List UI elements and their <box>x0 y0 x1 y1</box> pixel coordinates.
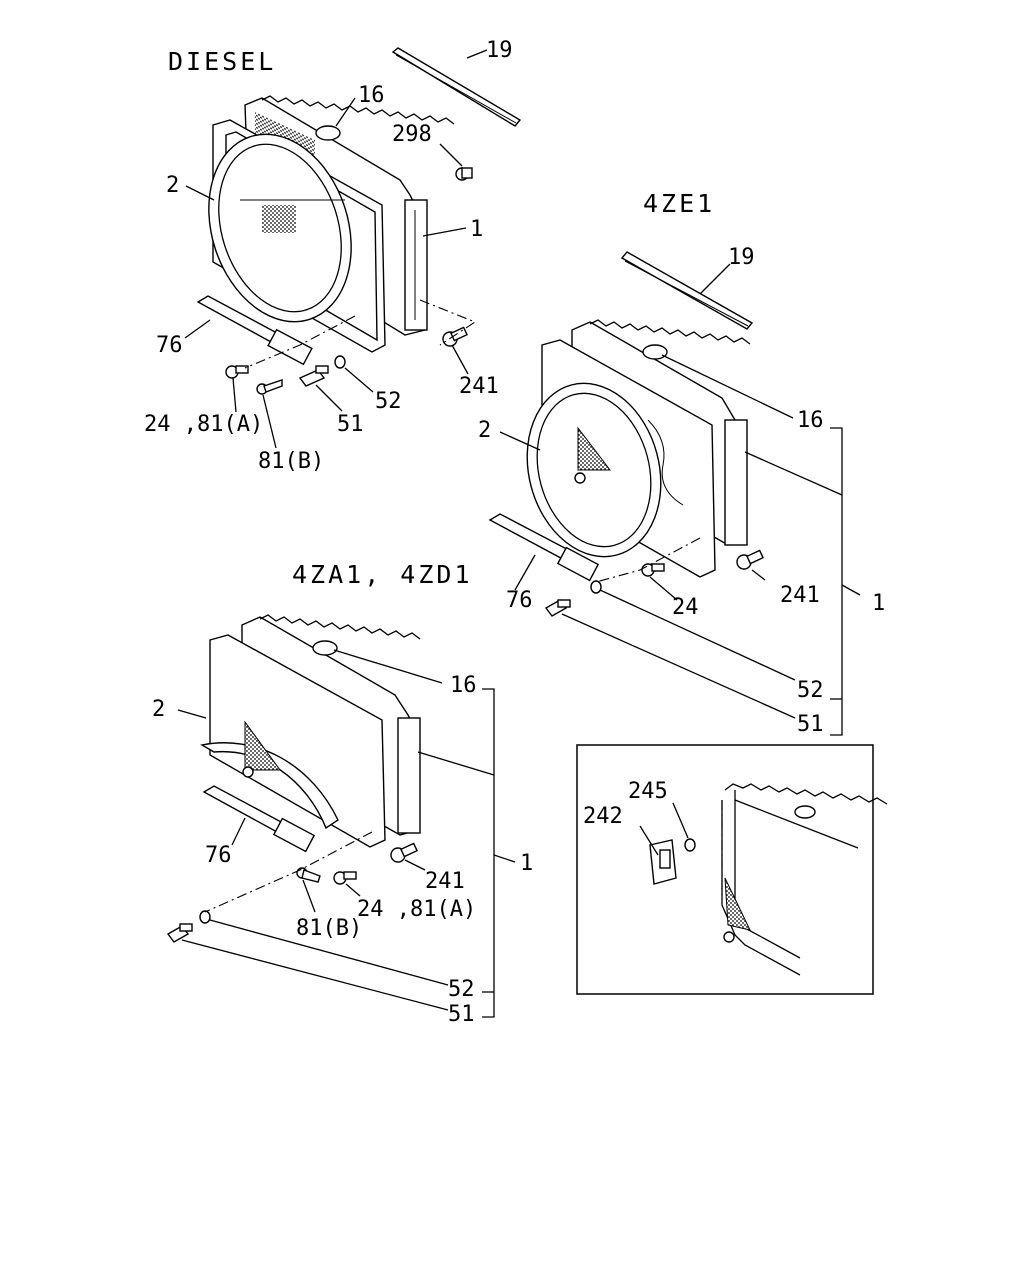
o-ring-52 <box>334 355 346 369</box>
4ze1-fasteners <box>544 549 764 617</box>
4za1-fan-shroud <box>200 634 386 848</box>
4ze1-radiator-cap <box>642 344 668 360</box>
4ze1-fan-shroud <box>526 339 716 578</box>
bolt-24 <box>225 365 249 379</box>
callout-16: 16 <box>797 408 824 433</box>
callout-1: 1 <box>520 851 533 876</box>
drain-plug-51 <box>544 599 571 617</box>
callout-298: 298 <box>392 122 432 147</box>
bolt-24 <box>641 563 665 577</box>
bolt-298 <box>455 167 473 181</box>
callout-1: 1 <box>872 591 885 616</box>
diesel-radiator-cap <box>315 125 341 141</box>
callout-76: 76 <box>156 333 183 358</box>
diesel-fasteners <box>225 167 473 395</box>
diesel-drain-hose <box>196 295 313 366</box>
section-title-diesel: DIESEL <box>168 47 276 76</box>
inset-frame <box>576 744 874 995</box>
callout-19: 19 <box>486 38 513 63</box>
callout-19: 19 <box>728 245 755 270</box>
nut-245 <box>684 838 696 852</box>
callout-241: 241 <box>780 583 820 608</box>
screw-81b <box>256 379 283 395</box>
callout-24-81a: 24 ,81(A) <box>357 897 476 922</box>
callout-52: 52 <box>448 977 475 1002</box>
callout-16: 16 <box>358 83 385 108</box>
callout-81b: 81(B) <box>296 916 362 941</box>
callout-76: 76 <box>506 588 533 613</box>
callout-245: 245 <box>628 779 668 804</box>
callout-81b: 81(B) <box>258 449 324 474</box>
diesel-assembly: 19 16 298 2 1 76 241 52 51 24 ,81(A) 81(… <box>144 38 522 474</box>
4za1-radiator-cap <box>312 640 338 656</box>
o-ring-52 <box>199 910 211 924</box>
4ze1-drain-hose <box>488 513 600 582</box>
bolt-24 <box>333 871 357 885</box>
drain-plug-51 <box>166 923 193 943</box>
diesel-fan-shroud <box>208 119 386 353</box>
callout-241: 241 <box>459 374 499 399</box>
callout-242: 242 <box>583 804 623 829</box>
callout-2: 2 <box>152 697 165 722</box>
4za1-4zd1-assembly: 16 2 1 76 241 24 ,81(A) 81(B) 52 51 <box>152 614 533 1027</box>
callout-52: 52 <box>375 389 402 414</box>
callout-16: 16 <box>450 673 477 698</box>
callout-51: 51 <box>337 412 364 437</box>
bolt-241 <box>390 842 418 863</box>
bracket-242 <box>649 839 677 885</box>
detail-inset: 245 242 <box>576 744 888 995</box>
callout-24-81a: 24 ,81(A) <box>144 412 263 437</box>
callout-24: 24 <box>672 595 699 620</box>
section-title-4za1-4zd1: 4ZA1, 4ZD1 <box>292 560 473 589</box>
callout-51: 51 <box>797 712 824 737</box>
callout-2: 2 <box>478 418 491 443</box>
callout-1: 1 <box>470 217 483 242</box>
4za1-drain-hose <box>202 785 316 853</box>
callout-2: 2 <box>166 173 179 198</box>
o-ring-52 <box>590 580 602 594</box>
drain-plug-51 <box>298 365 329 387</box>
diesel-seal-strip <box>391 47 522 127</box>
4ze1-seal-strip <box>620 251 754 330</box>
bolt-241 <box>442 326 468 347</box>
callout-76: 76 <box>205 843 232 868</box>
4ze1-assembly: 19 16 2 241 1 76 24 52 51 <box>478 245 885 737</box>
callout-51: 51 <box>448 1002 475 1027</box>
section-title-4ze1: 4ZE1 <box>643 189 715 218</box>
bolt-241 <box>736 549 764 570</box>
callout-52: 52 <box>797 678 824 703</box>
inset-radiator-corner <box>721 783 888 976</box>
callout-241: 241 <box>425 869 465 894</box>
